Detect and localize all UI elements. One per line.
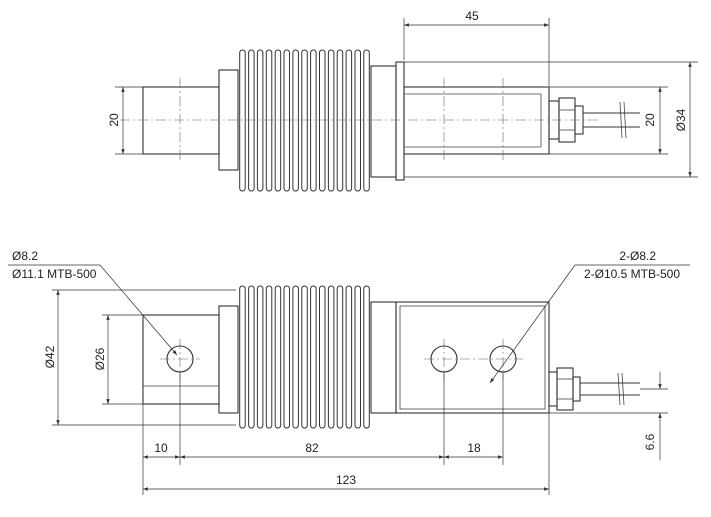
bellows-fin <box>265 49 273 192</box>
bellows-fin <box>239 285 246 429</box>
bellows-fin <box>274 49 282 192</box>
bellows-fin <box>319 285 326 429</box>
right-holes-callout-line2: 2-Ø10.5 MTB-500 <box>584 267 680 281</box>
bellows-fin <box>248 49 255 192</box>
dim-total-length: 123 <box>336 473 356 487</box>
top-body <box>403 86 550 155</box>
bellows-fin <box>363 285 370 429</box>
bellows-fin <box>256 285 264 429</box>
dim-hole-spacing-main: 82 <box>305 441 319 455</box>
dim-cable-offset: 6.6 <box>643 433 657 450</box>
dim-top-length: 45 <box>465 9 479 23</box>
bellows-fin <box>239 49 246 192</box>
bellows-fin <box>301 285 308 429</box>
bellows-fin <box>310 285 317 429</box>
bellows-fin <box>248 285 255 429</box>
bellows-fin <box>363 49 370 192</box>
bellows-fin <box>256 49 264 192</box>
bellows-fin <box>319 49 326 192</box>
bellows-fin <box>301 49 308 192</box>
top-flange <box>395 61 405 181</box>
bellows-fin <box>345 285 353 429</box>
top-left-shaft <box>142 86 220 155</box>
front-left-collar <box>218 305 239 414</box>
bellows-fin <box>336 285 344 429</box>
front-right-collar <box>370 301 397 414</box>
front-right-body <box>395 301 550 414</box>
left-hole-callout-line2: Ø11.1 MTB-500 <box>12 267 97 281</box>
top-view: 45 20 20 Ø34 <box>107 9 698 192</box>
dim-hole-offset: 10 <box>154 441 168 455</box>
bellows-fin <box>283 49 290 192</box>
front-gland-base <box>548 371 558 407</box>
top-right-collar <box>370 65 397 178</box>
front-bellows <box>239 285 370 429</box>
dim-top-overall-dia: Ø34 <box>674 108 688 131</box>
bellows-fin <box>292 49 299 192</box>
bellows-fin <box>336 49 344 192</box>
dim-front-mount-height: Ø26 <box>93 347 107 370</box>
bellows-fin <box>345 49 353 192</box>
bellows-fin <box>265 285 273 429</box>
dim-top-left-height: 20 <box>107 113 121 127</box>
dim-top-right-height: 20 <box>643 113 657 127</box>
bellows-fin <box>283 285 290 429</box>
front-view: Ø8.2 Ø11.1 MTB-500 2-Ø8.2 2-Ø10.5 MTB-50… <box>8 249 690 495</box>
bellows-fin <box>327 49 335 192</box>
dim-front-body-height: Ø42 <box>43 345 57 368</box>
bellows-fin <box>310 49 317 192</box>
dim-hole-spacing-right: 18 <box>467 441 481 455</box>
bellows-fin <box>354 49 361 192</box>
left-hole-callout-line1: Ø8.2 <box>12 249 38 263</box>
front-gland-nut <box>556 367 574 411</box>
right-holes-callout-line1: 2-Ø8.2 <box>619 249 656 263</box>
bellows-fin <box>327 285 335 429</box>
bellows-fin <box>274 285 282 429</box>
bellows-fin <box>354 285 361 429</box>
top-bellows <box>239 49 370 192</box>
bellows-fin <box>292 285 299 429</box>
